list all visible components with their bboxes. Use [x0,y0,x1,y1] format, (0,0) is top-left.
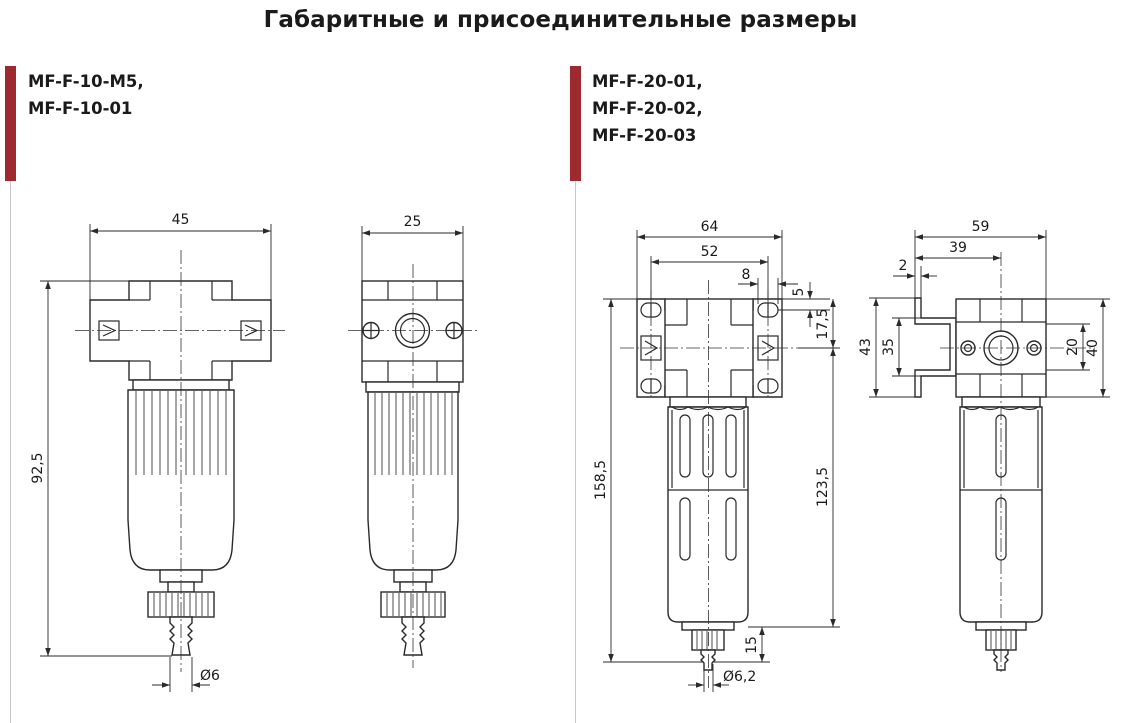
left-side-view [348,264,478,668]
dim-label: 45 [172,212,190,228]
dim-label: 59 [972,219,990,235]
page-title: Габаритные и присоединительные размеры [263,7,858,33]
dim-label: 17,5 [815,308,831,339]
section-divider-left [10,181,11,723]
drain-knurl [153,593,209,616]
dim-label: 39 [949,240,967,256]
model-name: MF-F-20-01, [592,72,703,91]
dim-label: Ø6 [200,668,220,684]
right-front-view [620,280,798,688]
right-side-dimensions: 59 39 2 43 35 20 40 [858,219,1110,398]
dim-label: 25 [404,214,422,230]
left-front-dimensions: 45 92,5 Ø6 [30,212,272,692]
model-name: MF-F-10-01 [28,99,133,118]
accent-bar-right [570,66,581,181]
right-front-dimensions: 64 52 8 5 17,5 158,5 123,5 15 Ø6,2 [593,219,840,692]
dim-label: 15 [744,636,760,654]
model-list-right: MF-F-20-01, MF-F-20-02, MF-F-20-03 [592,68,703,149]
right-side-view [914,252,1095,672]
dim-label: 40 [1085,339,1101,357]
drain-knurl [990,631,1012,649]
dim-label: 20 [1065,338,1081,356]
dim-label: 123,5 [815,467,831,507]
model-name: MF-F-20-03 [592,126,697,145]
dim-label: 43 [858,338,874,356]
dim-label: Ø6,2 [723,669,756,685]
bowl-ribs [374,393,453,475]
dim-label: 52 [701,244,719,260]
dim-label: 92,5 [30,452,46,483]
dim-label: 64 [701,219,719,235]
dim-label: 35 [881,338,897,356]
drain-knurl [386,593,442,616]
bowl-ribs [135,391,227,475]
section-divider-right [575,181,576,723]
drain-knurl [696,631,718,649]
dim-label: 158,5 [593,460,609,500]
dim-label: 5 [791,288,807,297]
model-name: MF-F-10-M5, [28,72,144,91]
dim-label: 2 [899,258,908,274]
model-name: MF-F-20-02, [592,99,703,118]
dim-label: 8 [742,267,751,283]
accent-bar-left [5,66,16,181]
model-list-left: MF-F-10-M5, MF-F-10-01 [28,68,144,122]
left-front-view [75,250,285,672]
left-side-dimensions: 25 [361,214,464,281]
